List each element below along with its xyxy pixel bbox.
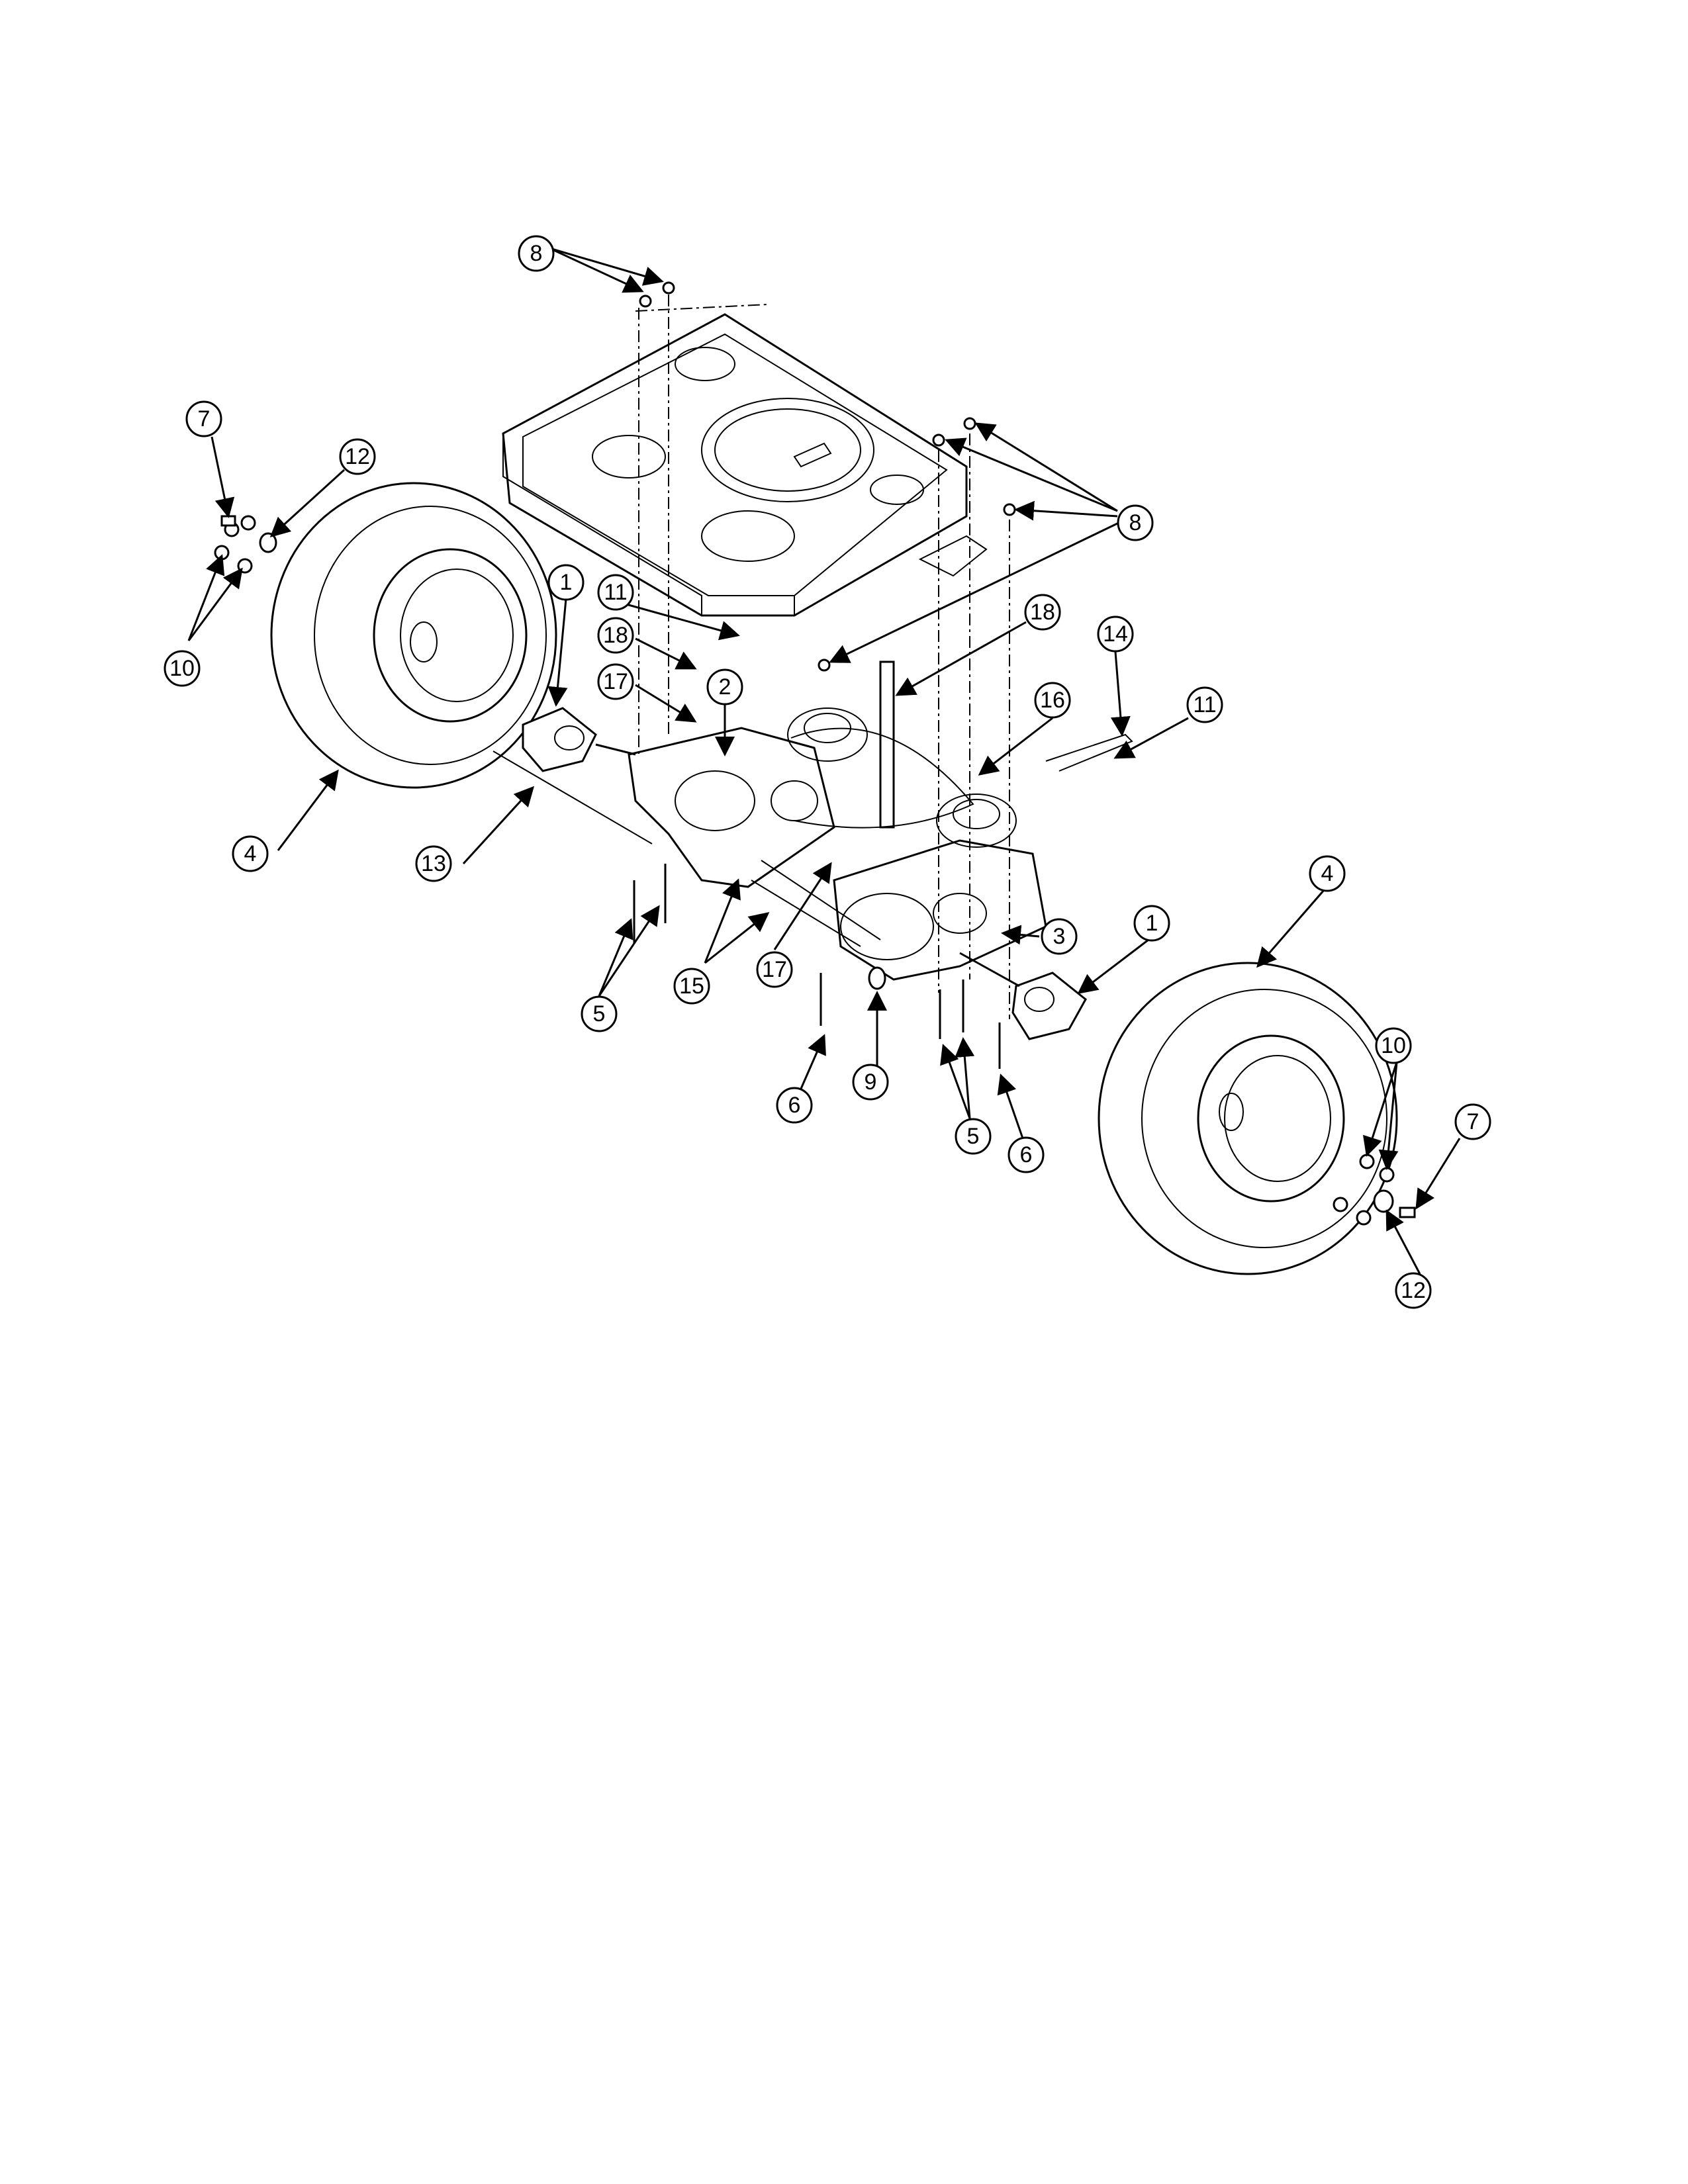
callout-3: 3 bbox=[1041, 918, 1078, 955]
callout-16: 16 bbox=[1034, 682, 1071, 719]
svg-text:9: 9 bbox=[865, 1069, 877, 1095]
callout-7-left: 7 bbox=[185, 400, 222, 437]
svg-text:8: 8 bbox=[1129, 510, 1142, 535]
svg-text:4: 4 bbox=[1321, 861, 1334, 886]
callout-1-right: 1 bbox=[1133, 905, 1170, 942]
svg-text:13: 13 bbox=[421, 851, 446, 876]
callout-12-right: 12 bbox=[1395, 1272, 1432, 1309]
svg-text:8: 8 bbox=[530, 241, 543, 266]
callout-18-left: 18 bbox=[597, 617, 634, 654]
svg-text:7: 7 bbox=[198, 406, 211, 432]
svg-text:18: 18 bbox=[603, 623, 628, 648]
svg-text:12: 12 bbox=[345, 444, 370, 469]
svg-text:15: 15 bbox=[679, 974, 704, 999]
svg-text:1: 1 bbox=[560, 570, 573, 595]
svg-text:5: 5 bbox=[967, 1124, 980, 1149]
callout-5-right: 5 bbox=[955, 1118, 992, 1155]
svg-text:10: 10 bbox=[1381, 1033, 1406, 1058]
svg-text:10: 10 bbox=[169, 656, 195, 681]
svg-text:7: 7 bbox=[1467, 1109, 1479, 1134]
callout-9: 9 bbox=[852, 1064, 889, 1101]
callout-11-left: 11 bbox=[597, 574, 634, 611]
callout-6-right: 6 bbox=[1008, 1136, 1045, 1173]
svg-text:4: 4 bbox=[244, 841, 257, 866]
svg-text:11: 11 bbox=[1193, 692, 1216, 717]
right-hub bbox=[1011, 972, 1087, 1040]
svg-text:1: 1 bbox=[1146, 911, 1158, 936]
callout-10-right: 10 bbox=[1375, 1027, 1412, 1064]
callout-17-left: 17 bbox=[597, 663, 634, 700]
callout-8-right: 8 bbox=[1117, 504, 1154, 541]
callout-5-left: 5 bbox=[581, 995, 618, 1032]
svg-text:12: 12 bbox=[1401, 1278, 1426, 1303]
svg-text:17: 17 bbox=[603, 669, 628, 694]
svg-text:14: 14 bbox=[1103, 621, 1128, 647]
callout-1-left: 1 bbox=[547, 564, 585, 601]
callout-6-left: 6 bbox=[776, 1087, 813, 1124]
left-transmission bbox=[628, 707, 868, 888]
svg-text:2: 2 bbox=[719, 674, 731, 700]
leader-lines bbox=[187, 247, 1461, 1275]
left-hub bbox=[522, 707, 597, 772]
callout-8-top: 8 bbox=[518, 235, 555, 272]
callout-15: 15 bbox=[673, 968, 710, 1005]
right-wheel bbox=[1098, 962, 1398, 1275]
callout-4-left: 4 bbox=[232, 835, 269, 872]
right-transmission bbox=[833, 794, 1047, 981]
callout-4-right: 4 bbox=[1309, 855, 1346, 892]
callout-14: 14 bbox=[1097, 615, 1134, 653]
svg-text:11: 11 bbox=[604, 580, 627, 605]
callout-2: 2 bbox=[706, 668, 743, 705]
callout-17-right: 17 bbox=[756, 951, 793, 988]
svg-text:6: 6 bbox=[1020, 1142, 1033, 1167]
callout-13: 13 bbox=[415, 845, 452, 882]
callout-12-left: 12 bbox=[339, 438, 376, 475]
svg-text:16: 16 bbox=[1040, 688, 1065, 713]
callout-18-right: 18 bbox=[1024, 594, 1061, 631]
chassis-frame bbox=[502, 304, 988, 617]
callout-10-left: 10 bbox=[164, 650, 201, 687]
svg-text:5: 5 bbox=[593, 1001, 606, 1026]
svg-text:18: 18 bbox=[1030, 600, 1055, 625]
callout-7-right: 7 bbox=[1454, 1103, 1491, 1140]
svg-text:3: 3 bbox=[1053, 924, 1066, 949]
left-wheel bbox=[270, 482, 557, 789]
svg-text:17: 17 bbox=[762, 957, 787, 982]
svg-text:6: 6 bbox=[788, 1093, 801, 1118]
callout-11-right: 11 bbox=[1186, 686, 1223, 723]
